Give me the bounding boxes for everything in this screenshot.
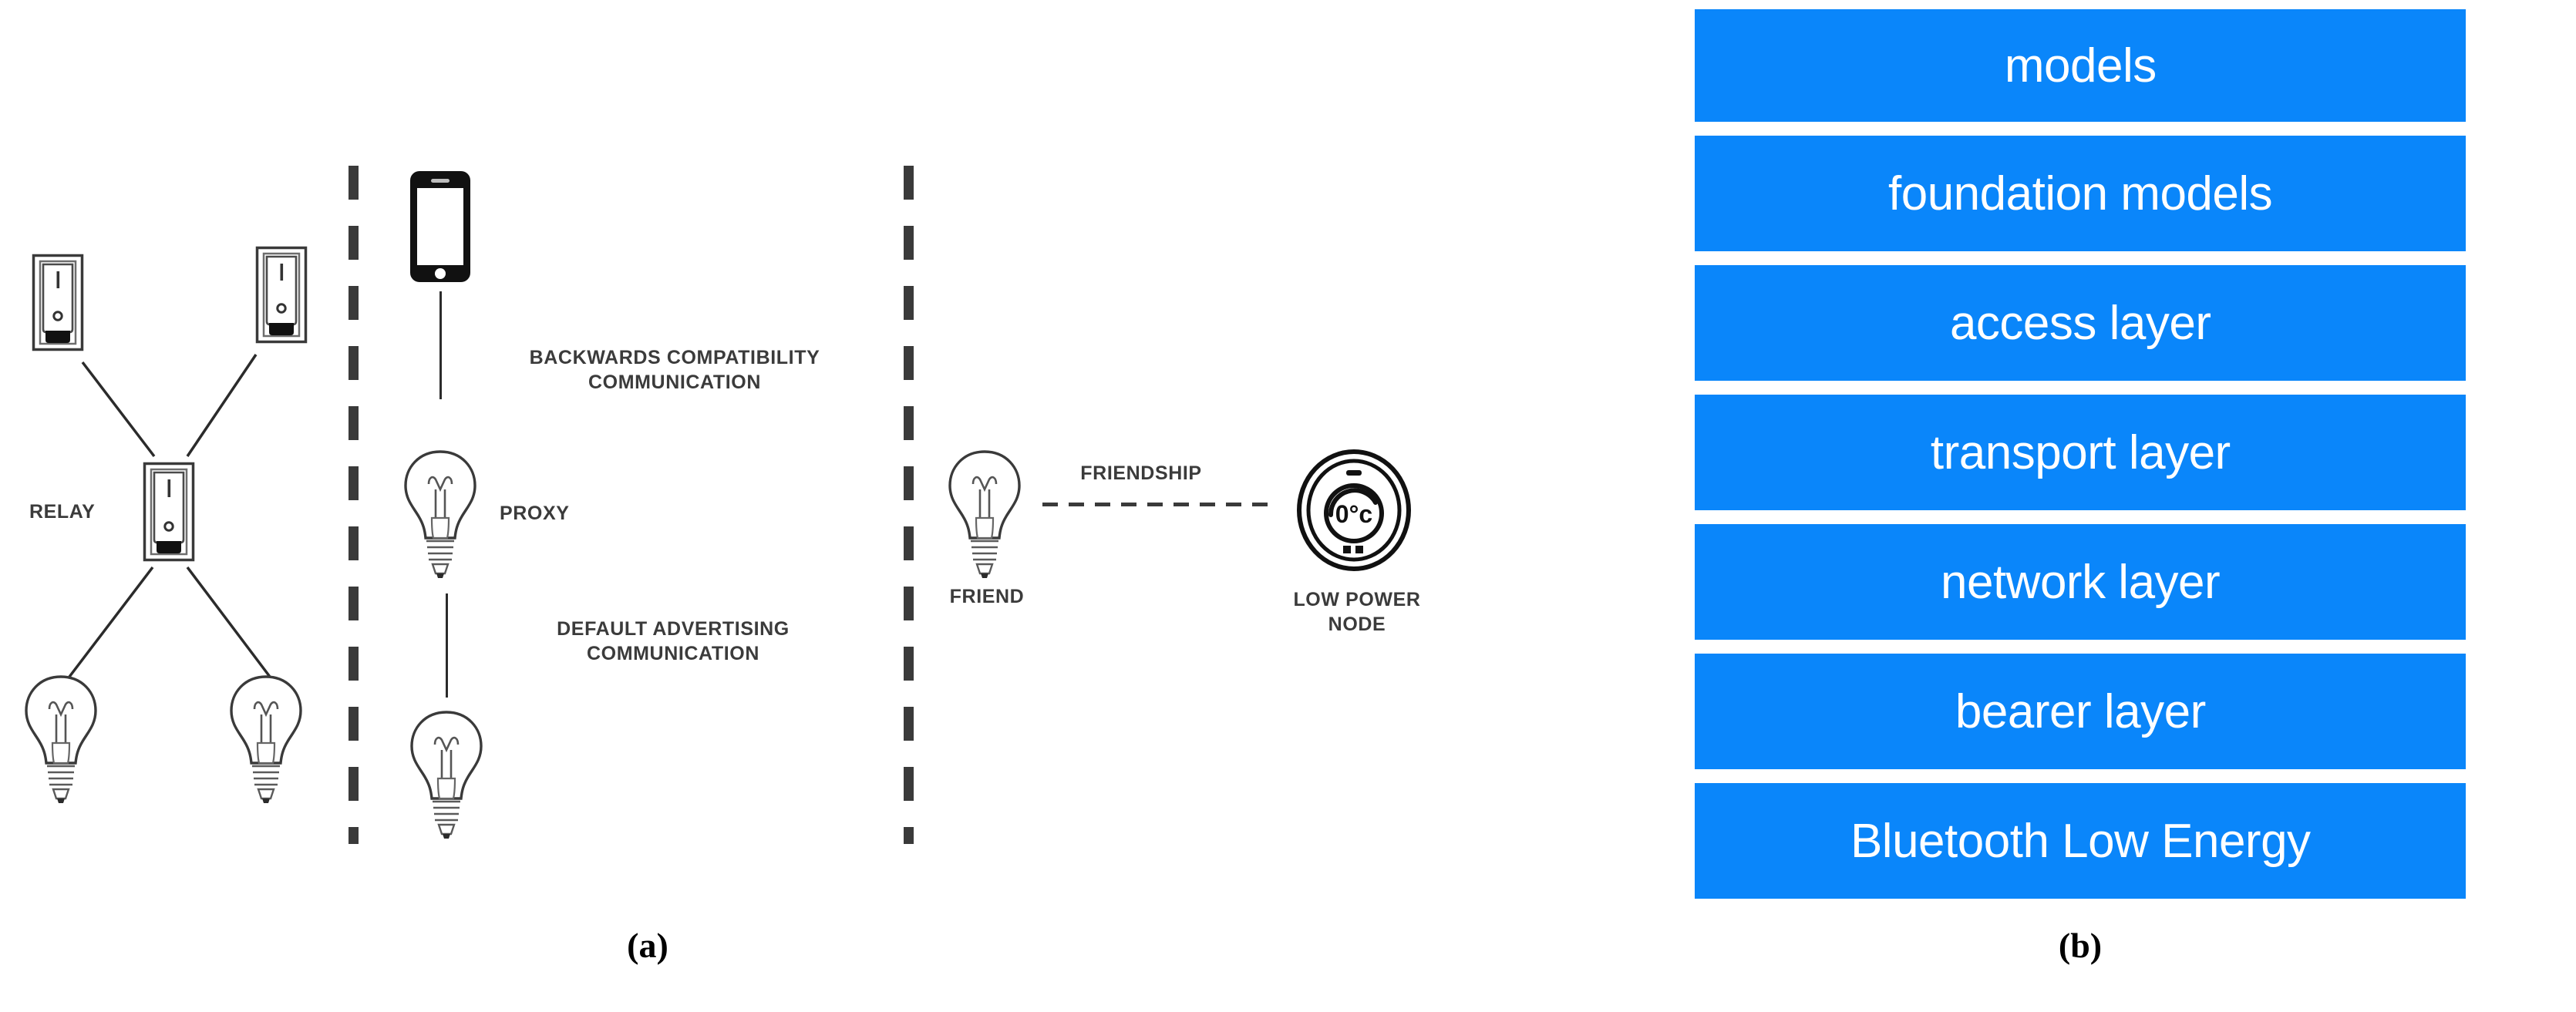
panel-b-bluetooth-mesh-stack: models foundation models access layer tr… xyxy=(1598,9,2562,899)
stack-layer-foundation-models[interactable]: foundation models xyxy=(1695,136,2466,251)
friendship-label: FRIENDSHIP xyxy=(1080,462,1202,484)
rocker-switch-glyph xyxy=(143,462,195,562)
connector-proxy-to-node xyxy=(446,593,448,698)
caption-b: (b) xyxy=(2058,926,2103,965)
thermostat-reading-text: 0°c xyxy=(1335,500,1372,528)
panel-a-connector-lines xyxy=(68,354,271,678)
default-advertising-label: DEFAULT ADVERTISING COMMUNICATION xyxy=(557,618,790,664)
stack-layer-bluetooth-low-energy[interactable]: Bluetooth Low Energy xyxy=(1695,783,2466,899)
caption-a: (a) xyxy=(627,926,668,965)
thermostat-glyph: 0°c xyxy=(1297,449,1411,571)
stack-layer-transport-layer[interactable]: transport layer xyxy=(1695,395,2466,510)
stack-layer-bearer-layer[interactable]: bearer layer xyxy=(1695,654,2466,769)
stack-layer-label: access layer xyxy=(1949,296,2211,350)
light-bulb-glyph xyxy=(25,675,97,803)
stack-layer-label: network layer xyxy=(1940,555,2221,609)
light-bulb-glyph xyxy=(230,675,302,803)
low-power-node-label: LOW POWER NODE xyxy=(1293,589,1421,635)
stack-layer-network-layer[interactable]: network layer xyxy=(1695,524,2466,640)
backwards-compatibility-label: BACKWARDS COMPATIBILITY COMMUNICATION xyxy=(529,347,820,393)
stack-layer-label: Bluetooth Low Energy xyxy=(1850,814,2311,868)
light-bulb-icon-proxy xyxy=(398,447,483,582)
rocker-switch-glyph xyxy=(32,254,84,351)
stack-layer-label: models xyxy=(2004,39,2157,92)
section-divider-2 xyxy=(904,166,914,844)
smartphone-glyph xyxy=(410,171,470,282)
light-bulb-glyph xyxy=(404,450,476,578)
light-bulb-icon-proxy-child xyxy=(404,708,489,842)
stack-layer-label: transport layer xyxy=(1930,425,2231,479)
light-bulb-icon-bottom-left xyxy=(19,672,103,807)
friend-label: FRIEND xyxy=(949,586,1025,607)
section-divider-1 xyxy=(349,166,359,844)
thermostat-icon: 0°c xyxy=(1295,449,1413,572)
stack-layer-label: bearer layer xyxy=(1955,684,2206,738)
connector-phone-to-proxy xyxy=(439,291,442,399)
panel-a-bluetooth-mesh-topology: RELAY xyxy=(19,166,1421,965)
light-bulb-icon-bottom-right xyxy=(224,672,308,807)
friendship-link-dashed xyxy=(1042,503,1275,506)
rocker-switch-icon-relay xyxy=(143,462,195,562)
relay-label: RELAY xyxy=(29,501,96,523)
stack-layer-access-layer[interactable]: access layer xyxy=(1695,265,2466,381)
light-bulb-glyph xyxy=(948,450,1021,578)
rocker-switch-glyph xyxy=(255,246,308,344)
stack-layer-models[interactable]: models xyxy=(1695,9,2466,122)
light-bulb-glyph xyxy=(410,711,483,839)
stack-layer-label: foundation models xyxy=(1887,166,2273,220)
proxy-label: PROXY xyxy=(500,503,570,524)
light-bulb-icon-friend xyxy=(942,447,1027,582)
smartphone-icon xyxy=(409,170,472,284)
rocker-switch-icon-top-right xyxy=(255,246,308,344)
rocker-switch-icon-top-left xyxy=(32,254,84,351)
